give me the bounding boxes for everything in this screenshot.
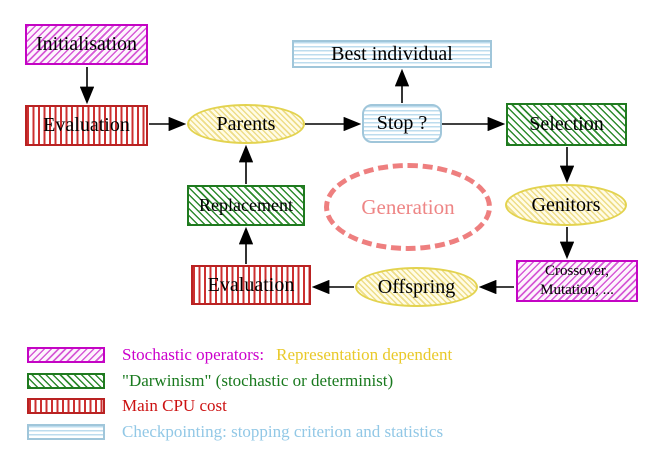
legend-swatch-darwinism — [27, 373, 105, 389]
legend-row-cpu-cost: Main CPU cost — [27, 396, 227, 416]
node-replacement: Replacement — [187, 185, 305, 226]
legend-row-darwinism: "Darwinism" (stochastic or determinist) — [27, 371, 393, 391]
legend-label-checkpointing: Checkpointing: stopping criterion and st… — [122, 422, 444, 441]
crossover-mutation-label: Crossover, Mutation, ... — [540, 262, 614, 301]
node-best-individual: Best individual — [292, 40, 492, 68]
legend-row-stochastic: Stochastic operators: Representation dep… — [27, 345, 452, 365]
node-selection: Selection — [506, 103, 627, 146]
legend-swatch-checkpointing — [27, 424, 105, 440]
legend-swatch-cpu-cost — [27, 398, 105, 414]
node-stop: Stop ? — [362, 104, 442, 143]
legend-label-representation-dependent: Representation dependent — [276, 345, 453, 364]
legend-row-checkpointing: Checkpointing: stopping criterion and st… — [27, 422, 443, 442]
node-parents: Parents — [187, 104, 305, 144]
mutation-line: Mutation, ... — [540, 282, 614, 298]
node-initialisation: Initialisation — [25, 24, 148, 65]
node-generation: Generation — [324, 163, 492, 251]
node-evaluation-top: Evaluation — [25, 105, 148, 146]
node-genitors: Genitors — [505, 184, 627, 226]
legend-label-stochastic-operators: Stochastic operators: — [122, 345, 265, 364]
node-crossover-mutation: Crossover, Mutation, ... — [516, 260, 638, 302]
node-offspring: Offspring — [355, 267, 478, 307]
crossover-line: Crossover, — [545, 262, 609, 279]
legend-label-darwinism: "Darwinism" (stochastic or determinist) — [122, 371, 394, 390]
legend-swatch-stochastic-operators — [27, 347, 105, 363]
node-evaluation-bottom: Evaluation — [191, 265, 311, 305]
legend-label-cpu-cost: Main CPU cost — [122, 396, 227, 415]
